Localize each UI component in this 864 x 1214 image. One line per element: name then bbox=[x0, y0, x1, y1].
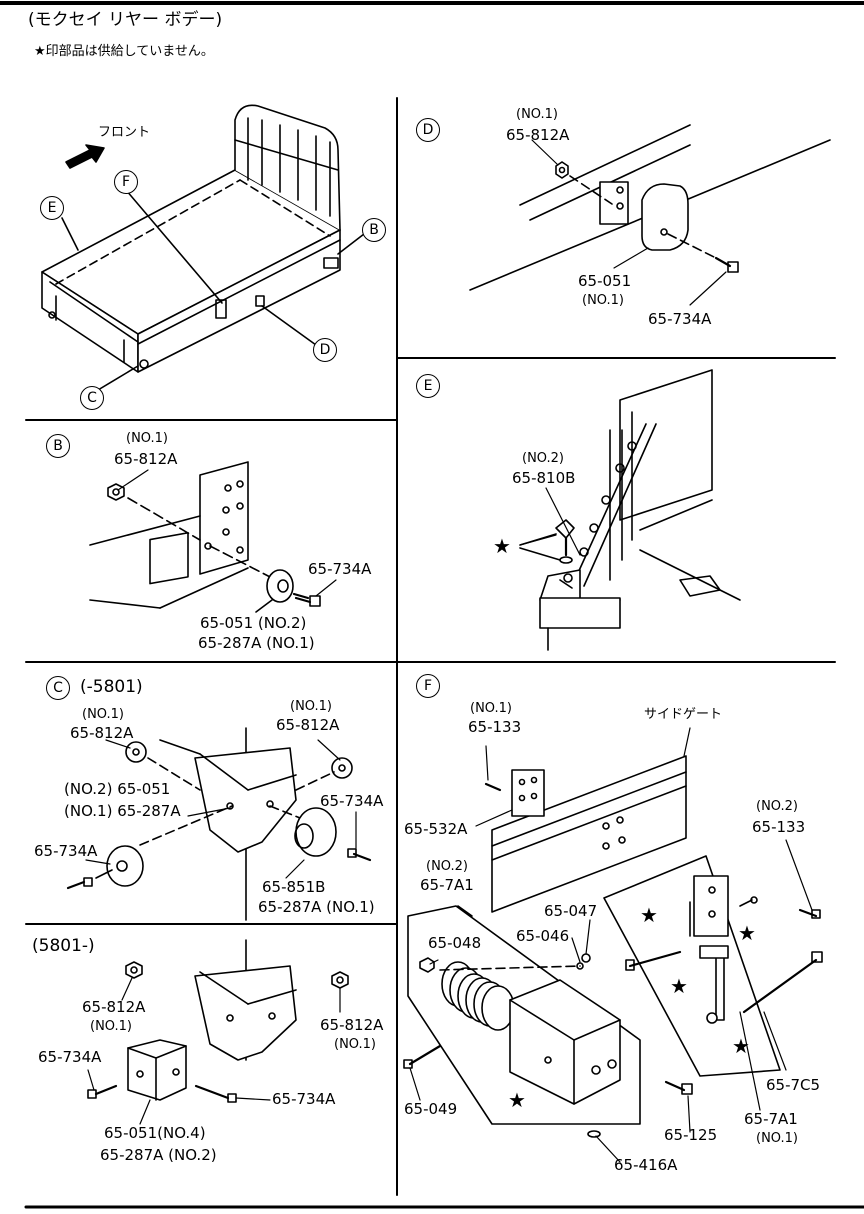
part-qualifier: (NO.1) bbox=[90, 1019, 132, 1034]
svg-text:★: ★ bbox=[493, 534, 511, 558]
part-number: 65-812A bbox=[276, 716, 340, 734]
svg-text:★: ★ bbox=[670, 974, 688, 998]
part-number: (NO.1) 65-287A bbox=[64, 802, 181, 820]
section-c2-range: (5801-) bbox=[32, 936, 95, 956]
section-e-art bbox=[519, 369, 741, 651]
part-number: 65-851B bbox=[262, 878, 326, 896]
part-number: 65-287A (NO.2) bbox=[100, 1146, 217, 1164]
front-label: フロント bbox=[98, 125, 151, 140]
part-number: 65-812A bbox=[506, 126, 570, 144]
part-number: 65-049 bbox=[404, 1100, 458, 1118]
section-f-art bbox=[403, 755, 823, 1138]
section-c-art bbox=[66, 727, 372, 921]
part-qualifier: (NO.1) bbox=[126, 431, 168, 446]
svg-text:★: ★ bbox=[732, 1034, 750, 1058]
svg-text:★: ★ bbox=[640, 903, 658, 927]
part-qualifier: (NO.1) bbox=[516, 107, 558, 122]
section-c-marker: C bbox=[46, 676, 70, 700]
section-d-marker: D bbox=[416, 118, 440, 142]
part-qualifier: (NO.2) bbox=[756, 799, 798, 814]
part-qualifier: (NO.1) bbox=[334, 1037, 376, 1052]
part-number: 65-532A bbox=[404, 820, 468, 838]
side-gate-label: サイドゲート bbox=[644, 707, 723, 722]
part-number: 65-7C5 bbox=[766, 1076, 821, 1094]
part-number: 65-812A bbox=[320, 1016, 384, 1034]
part-number: 65-133 bbox=[468, 718, 522, 736]
part-qualifier: (NO.1) bbox=[756, 1131, 798, 1146]
part-qualifier: (NO.2) bbox=[426, 859, 468, 874]
part-qualifier: (NO.1) bbox=[470, 701, 512, 716]
part-qualifier: (NO.1) bbox=[582, 293, 624, 308]
section-e-marker: E bbox=[416, 374, 440, 398]
svg-text:★: ★ bbox=[508, 1088, 526, 1112]
part-number: 65-810B bbox=[512, 469, 576, 487]
part-number: 65-7A1 bbox=[744, 1110, 798, 1128]
part-number: 65-734A bbox=[320, 792, 384, 810]
not-supplied-note: ★印部品は供給していません。 bbox=[34, 44, 214, 59]
part-number: 65-734A bbox=[272, 1090, 336, 1108]
spring-coil bbox=[441, 961, 515, 1031]
part-number: 65-812A bbox=[114, 450, 178, 468]
part-qualifier: (NO.1) bbox=[82, 707, 124, 722]
part-number: 65-047 bbox=[544, 902, 598, 920]
truck-body-overview bbox=[41, 104, 365, 391]
part-number: (NO.2) 65-051 bbox=[64, 780, 171, 798]
callout-c: C bbox=[80, 386, 104, 410]
callout-b: B bbox=[362, 218, 386, 242]
part-number: 65-125 bbox=[664, 1126, 718, 1144]
part-number: 65-812A bbox=[82, 998, 146, 1016]
part-number: 65-046 bbox=[516, 927, 570, 945]
svg-text:★: ★ bbox=[738, 921, 756, 945]
part-number: 65-734A bbox=[38, 1048, 102, 1066]
part-number: 65-287A (NO.1) bbox=[198, 634, 315, 652]
page-title: (モクセイ リヤー ボデー) bbox=[28, 10, 223, 30]
part-number: 65-734A bbox=[34, 842, 98, 860]
part-number: 65-734A bbox=[308, 560, 372, 578]
part-number: 65-416A bbox=[614, 1156, 678, 1174]
section-b-marker: B bbox=[46, 434, 70, 458]
section-f-marker: F bbox=[416, 674, 440, 698]
part-number: 65-051 (NO.2) bbox=[200, 614, 307, 632]
leader-lines bbox=[85, 139, 813, 1163]
part-number: 65-734A bbox=[648, 310, 712, 328]
part-qualifier: (NO.2) bbox=[522, 451, 564, 466]
section-d-art bbox=[469, 124, 831, 291]
part-number: 65-7A1 bbox=[420, 876, 474, 894]
part-number: 65-048 bbox=[428, 934, 482, 952]
part-number: 65-287A (NO.1) bbox=[258, 898, 375, 916]
part-number: 65-051 bbox=[578, 272, 632, 290]
part-number: 65-051(NO.4) bbox=[104, 1124, 206, 1142]
callout-d: D bbox=[313, 338, 337, 362]
callout-f: F bbox=[114, 170, 138, 194]
section-c-range: (-5801) bbox=[80, 677, 143, 697]
section-c2-art bbox=[87, 939, 349, 1103]
not-supplied-stars: ★ ★ ★ ★ ★ ★ bbox=[493, 534, 756, 1112]
callout-e: E bbox=[40, 196, 64, 220]
part-qualifier: (NO.1) bbox=[290, 699, 332, 714]
part-number: 65-812A bbox=[70, 724, 134, 742]
part-number: 65-133 bbox=[752, 818, 806, 836]
section-b-art bbox=[89, 461, 321, 613]
